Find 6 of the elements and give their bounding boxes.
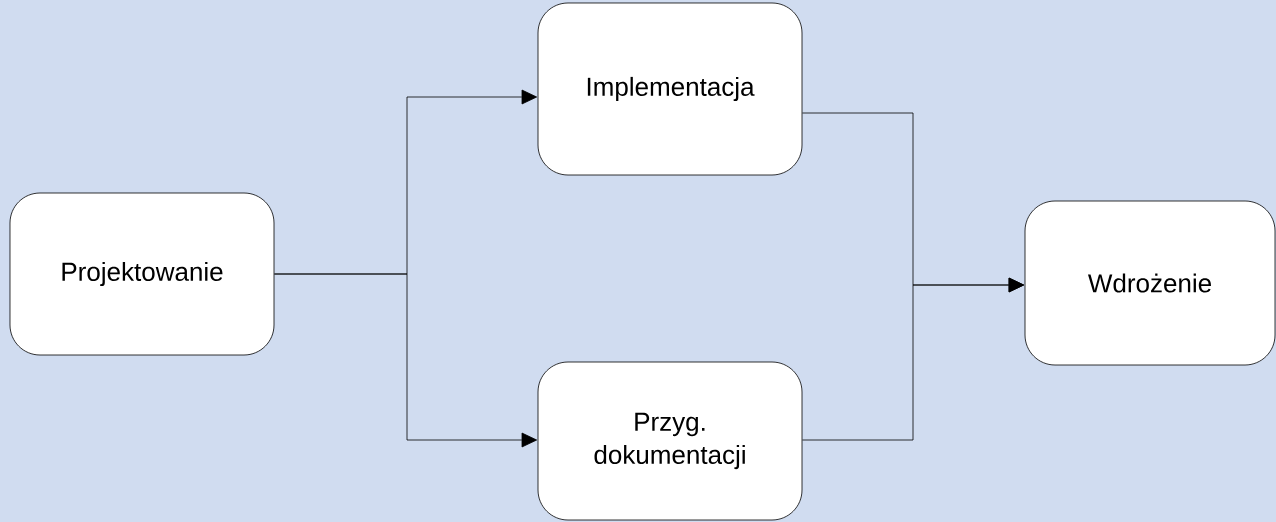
- process-box: Projektowanie: [9, 192, 275, 356]
- process-box: Implementacja: [537, 2, 803, 176]
- arrow: [274, 273, 538, 448]
- arrow: [802, 277, 1025, 441]
- process-box: Przyg. dokumentacji: [537, 361, 803, 521]
- process-box: Wdrożenie: [1024, 200, 1276, 366]
